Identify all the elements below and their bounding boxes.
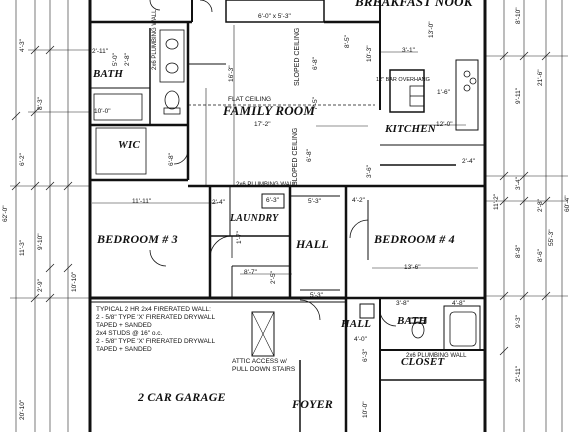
dim-kit-2: 12'-0" [436, 121, 453, 128]
room-label-foyer: FOYER [292, 397, 334, 411]
room-label-bedroom-3: BEDROOM # 3 [97, 232, 178, 246]
dim-fam-6: 6'-8" [306, 149, 313, 162]
dim-right-12: 11'-2" [493, 193, 500, 210]
walls [88, 0, 487, 432]
dim-wic-1: 6'-8" [168, 153, 175, 166]
dim-bath-w: 2'-11" [92, 48, 109, 55]
dim-bed4-1: 4'-2" [352, 197, 365, 204]
dim-left-3: 6'-2" [19, 153, 26, 166]
note-plumbing-wall-2: 2x6 PLUMBING WALL [236, 182, 297, 188]
dim-left-5: 9'-10" [37, 233, 44, 250]
dim-bed4-2: 13'-6" [404, 264, 421, 271]
dim-kit-3: 1'-6" [437, 89, 450, 96]
dim-bed3-2: 2'-4" [212, 199, 225, 206]
note-sloped-ceiling-1: SLOPED CEILING [294, 27, 301, 86]
dim-top-window: 6'-0" x 5'-3" [258, 13, 291, 20]
dim-left-1: 4'-3" [19, 39, 26, 52]
room-label-laundry: LAUNDRY [230, 213, 279, 224]
dim-left-8: 62'-0" [2, 205, 9, 222]
dim-right-8: 9'-3" [515, 315, 522, 328]
dim-right-10: 60'-4" [564, 195, 571, 212]
note-bar-overhang: 12" BAR OVERHANG [376, 77, 430, 83]
dim-kit-1: 3'-1" [402, 47, 415, 54]
dim-fam-4: 7'-5" [312, 97, 319, 110]
dim-bath-r5: 10'-0" [362, 401, 369, 418]
firerated-line-3: TAPED + SANDED [96, 322, 152, 329]
dim-bath-2: 2'-8" [124, 53, 131, 66]
room-label-wic: WIC [118, 139, 140, 151]
dim-fam-2: 8'-5" [344, 35, 351, 48]
dim-right-5: 2'-8" [537, 199, 544, 212]
note-sloped-ceiling-2: SLOPED CEILING [292, 127, 299, 186]
dim-right-3: 9'-11" [515, 87, 522, 104]
dim-hall-3: 5'-3" [310, 292, 323, 299]
note-plumbing-wall-1: 2x6 PLUMBING WALL [152, 9, 158, 70]
fixtures [93, 0, 477, 347]
room-label-breakfast-nook: BREAKFAST NOOK [355, 0, 473, 9]
chart-grid-ticks [188, 63, 340, 291]
dim-bed3-3: 1'-7" [236, 231, 243, 244]
dim-bath-4: 10'-0" [94, 108, 111, 115]
dimension-lines [10, 0, 568, 432]
room-label-hall-right: HALL [341, 318, 372, 330]
firerated-line-5: 2 - 5/8" TYPE 'X' FIRERATED DRYWALL [96, 338, 216, 345]
dim-nook-2: 10'-3" [366, 45, 373, 62]
room-label-hall-center: HALL [296, 237, 329, 251]
room-label-bedroom-4: BEDROOM # 4 [374, 232, 455, 246]
attic-line-1: ATTIC ACCESS w/ [232, 358, 287, 365]
dim-nook-1: 13'-0" [428, 21, 435, 38]
dim-left-2: 8'-3" [37, 97, 44, 110]
dim-left-4: 11'-3" [19, 239, 26, 256]
dim-bath-r2: 4'-8" [452, 300, 465, 307]
dim-lau-2: 2'-5" [270, 271, 277, 284]
dim-kit-4: 3'-6" [366, 165, 373, 178]
dim-right-11: 55'-3" [548, 229, 555, 246]
dim-bath-r4: 6'-3" [362, 349, 369, 362]
dim-hall-1: 5'-3" [308, 198, 321, 205]
room-label-family-room: FAMILY ROOM [223, 103, 316, 118]
dim-bath-r3: 4'-0" [354, 336, 367, 343]
firerated-line-2: 2 - 5/8" TYPE 'X' FIRERATED DRYWALL [96, 314, 216, 321]
note-plumbing-wall-3: 2x6 PLUMBING WALL [406, 353, 467, 359]
room-label-closet: CLOSET [401, 356, 445, 368]
dim-hall-2: 8'-7" [244, 269, 257, 276]
room-label-bath-right: BATH [397, 315, 428, 327]
attic-access-note: ATTIC ACCESS w/ PULL DOWN STAIRS [232, 358, 295, 374]
room-label-garage: 2 CAR GARAGE [138, 390, 226, 404]
dim-fam-3: 6'-8" [312, 57, 319, 70]
dim-right-4: 3'-4" [515, 177, 522, 190]
dim-right-6: 8'-8" [515, 245, 522, 258]
dim-bath-r1: 3'-8" [396, 300, 409, 307]
dim-right-9: 2'-11" [515, 365, 522, 382]
dim-bed3-1: 11'-11" [132, 198, 152, 205]
dim-left-6: 2'-9" [37, 279, 44, 292]
dim-right-2: 21'-6" [537, 69, 544, 86]
dim-right-1: 8'-10" [515, 7, 522, 24]
firerated-line-4: 2x4 STUDS @ 16" o.c. [96, 330, 163, 337]
dim-fam-1: 16'-3" [228, 65, 235, 82]
room-label-bath-left: BATH [93, 68, 124, 80]
firerated-line-6: TAPED + SANDED [96, 346, 152, 353]
note-flat-ceiling: FLAT CEILING [228, 96, 272, 103]
firerated-line-1: TYPICAL 2 HR 2x4 FIRERATED WALL: [96, 306, 211, 313]
firerated-wall-note: TYPICAL 2 HR 2x4 FIRERATED WALL: 2 - 5/8… [96, 306, 215, 354]
dim-bath-3: 5'-0" [112, 53, 119, 66]
dim-lau-1: 6'-3" [266, 197, 279, 204]
dim-left-7: 20'-10" [19, 399, 26, 420]
dim-kit-5: 2'-4" [462, 158, 475, 165]
dim-fam-5: 17'-2" [254, 121, 271, 128]
dim-right-7: 8'-6" [537, 249, 544, 262]
attic-line-2: PULL DOWN STAIRS [232, 366, 296, 373]
room-label-kitchen: KITCHEN [385, 123, 436, 135]
dim-left-9: 10'-10" [71, 271, 78, 292]
